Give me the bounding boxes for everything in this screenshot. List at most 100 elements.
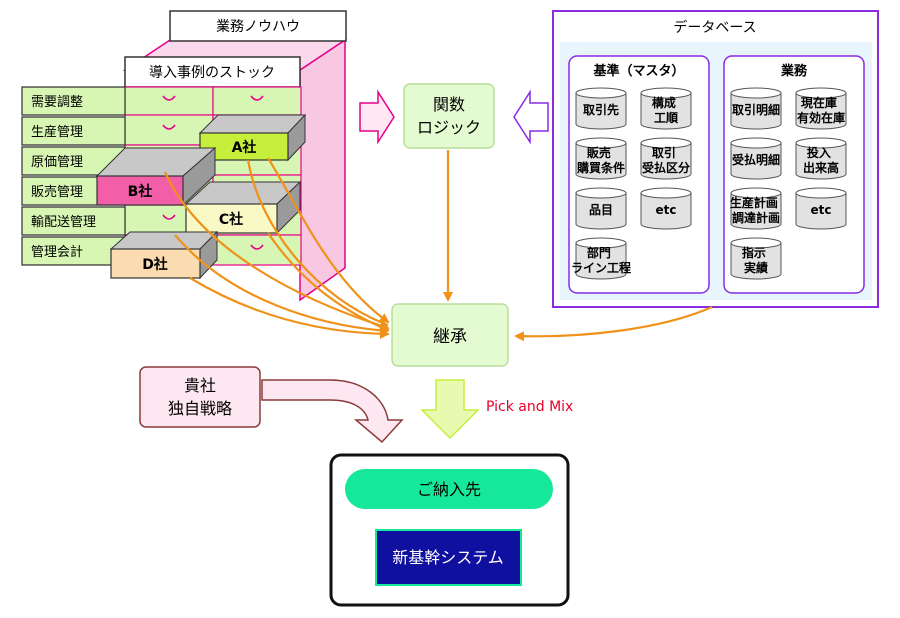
cylinder-business-0: 取引明細: [730, 87, 782, 130]
cylinder-line: 受払区分: [642, 160, 690, 175]
database-panel: データベース 基準（マスタ） 業務 取引先 構成 工順 販売 購買条件: [552, 10, 879, 308]
cylinder-label: 構成 工順: [652, 95, 680, 125]
drawer-company-b: B社: [95, 146, 217, 207]
knowhow-title: 業務ノウハウ: [216, 19, 300, 35]
tab-demand: 需要調整: [31, 95, 83, 110]
system-box: [375, 529, 522, 586]
cylinder-line: ライン工程: [571, 260, 631, 275]
tab-accounting: 管理会計: [31, 244, 83, 260]
cylinder-label: 取引先: [583, 102, 619, 117]
cylinder-label: etc: [656, 203, 677, 217]
cylinder-label: 部門 ライン工程: [571, 245, 631, 275]
connector-extra-2: [174, 234, 389, 333]
drawer-handle-icon: [162, 214, 176, 220]
cylinder-label: etc: [811, 203, 832, 217]
connector-database-inherit: [514, 305, 713, 342]
cylinder-label: 取引 受払区分: [642, 146, 690, 175]
drawer-handles: [162, 95, 264, 250]
cylinder-line: 構成: [652, 95, 676, 110]
cylinder-master-1: 構成 工順: [640, 87, 692, 130]
strategy-line2: 独自戦略: [168, 399, 232, 418]
cylinder-master-4: 品目: [575, 187, 627, 230]
cylinder-master-3: 取引 受払区分: [640, 137, 692, 180]
cylinder-master-0: 取引先: [575, 87, 627, 130]
tab-transport: 輸配送管理: [31, 215, 96, 230]
knowhow-cabinet: 業務ノウハウ 導入事例のストック: [21, 10, 348, 302]
cylinder-line: 部門: [587, 245, 611, 260]
cylinder-line: 取引: [652, 146, 676, 160]
drawer-handle-icon: [162, 124, 176, 130]
cylinder-line: 販売: [587, 145, 611, 160]
company-a-label: A社: [232, 139, 257, 156]
tab-production: 生産管理: [31, 124, 83, 140]
business-title: 業務: [780, 63, 808, 79]
cylinder-label: 指示 実績: [742, 245, 770, 275]
pick-mix-label: Pick and Mix: [486, 399, 573, 415]
stock-label: 導入事例のストック: [149, 65, 275, 81]
inherit-connectors: [163, 150, 713, 342]
arrow-down-icon: [420, 379, 480, 440]
cylinder-master-6: 部門 ライン工程: [571, 237, 631, 280]
cylinder-line: 投入: [807, 145, 831, 160]
cylinder-master-2: 販売 購買条件: [575, 137, 627, 180]
arrow-right-icon: [359, 89, 395, 145]
connector-b-inherit: [163, 171, 390, 331]
cylinder-line: 指示: [742, 245, 766, 260]
company-d-label: D社: [142, 256, 168, 273]
connector-c-inherit: [267, 232, 390, 332]
cylinder-line: 実績: [744, 260, 768, 275]
cylinder-master-5: etc: [640, 187, 692, 230]
cylinder-business-5: etc: [795, 187, 847, 230]
strategy-node: 貴社 独自戦略: [139, 366, 404, 444]
cylinder-line: 調達計画: [732, 210, 780, 225]
cylinder-line: 生産計画: [730, 195, 778, 210]
cylinder-label: 生産計画 調達計画: [730, 195, 782, 225]
cylinder-line: 有効在庫: [797, 110, 845, 125]
curved-arrow-icon: [261, 379, 404, 444]
inherit-node: 継承: [391, 303, 509, 367]
customer-panel: ご納入先 新基幹システム: [329, 453, 570, 607]
cylinder-line: 現在庫: [801, 95, 837, 110]
cylinder-line: 出来高: [803, 160, 839, 175]
drawer-company-d: D社: [109, 230, 219, 280]
system-label: 新基幹システム: [392, 548, 504, 567]
customer-label: ご納入先: [417, 480, 481, 499]
drawer-handle-icon: [162, 95, 176, 101]
cylinder-label: 現在庫 有効在庫: [797, 95, 845, 125]
cylinder-business-3: 投入 出来高: [795, 137, 847, 180]
logic-box: [403, 83, 495, 149]
cylinder-line: 購買条件: [576, 160, 625, 175]
tab-sales: 販売管理: [31, 184, 83, 200]
master-title: 基準（マスタ）: [592, 63, 684, 79]
knowhow-title-box: [169, 10, 347, 42]
function-logic: 関数 ロジック: [359, 83, 549, 149]
customer-label-pill: [345, 469, 553, 509]
arrow-left-icon: [513, 89, 549, 145]
cylinder-line: 工順: [654, 110, 679, 125]
drawer-handle-icon: [250, 244, 264, 250]
drawer-company-a: A社: [198, 113, 307, 162]
cylinder-label: 販売 購買条件: [576, 145, 625, 175]
logic-line1: 関数: [433, 95, 465, 114]
cylinder-business-4: 生産計画 調達計画: [730, 187, 782, 230]
strategy-line1: 貴社: [184, 376, 216, 395]
cylinder-label: 受払明細: [732, 152, 780, 167]
side-tabs: 需要調整 生産管理 原価管理 販売管理 輸配送管理 管理会計: [21, 86, 126, 266]
cylinder-label: 品目: [589, 203, 613, 217]
cylinder-business-2: 受払明細: [730, 137, 782, 180]
connector-extra-1: [246, 159, 389, 327]
inherit-label: 継承: [433, 327, 467, 347]
cylinder-label: 投入 出来高: [803, 145, 839, 175]
company-c-label: C社: [219, 211, 243, 228]
tab-cost: 原価管理: [31, 155, 83, 170]
connector-d-inherit: [189, 277, 390, 339]
cylinder-business-1: 現在庫 有効在庫: [795, 87, 847, 130]
drawer-handle-icon: [250, 95, 264, 101]
company-b-label: B社: [128, 183, 153, 200]
pick-mix: Pick and Mix: [420, 379, 573, 440]
cylinder-label: 取引明細: [732, 102, 780, 117]
connector-a-inherit: [267, 157, 390, 324]
drawer-company-c: C社: [184, 180, 302, 235]
logic-line2: ロジック: [417, 118, 481, 137]
